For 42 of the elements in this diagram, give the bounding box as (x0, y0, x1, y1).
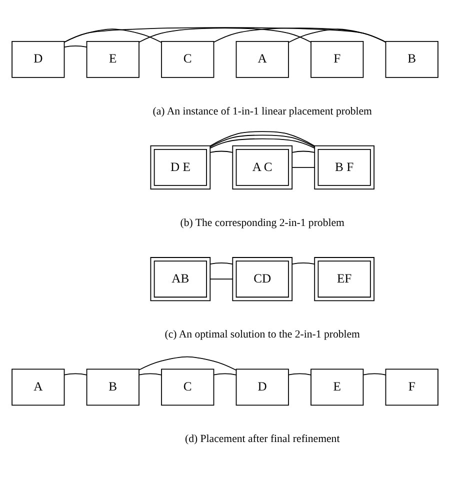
node-box: D E (150, 145, 211, 190)
connector (138, 28, 312, 43)
node-box: A (236, 40, 289, 78)
node-box: C (161, 368, 214, 406)
connector (213, 28, 386, 43)
connector (210, 138, 315, 148)
label: (b) The corresponding 2-in-1 problem (180, 217, 344, 230)
connector (138, 373, 162, 376)
label: (d) Placement after final refinement (185, 433, 340, 446)
node-box: F (385, 368, 438, 406)
connector (64, 373, 88, 376)
node-box: B (385, 40, 438, 78)
node-box: C (161, 40, 214, 78)
connector (288, 28, 386, 43)
connector (210, 131, 315, 146)
connector (292, 150, 315, 153)
label: (a) An instance of 1-in-1 linear placement problem (152, 105, 372, 118)
connector (64, 45, 88, 48)
node-box: E (310, 368, 364, 406)
connector (210, 150, 234, 153)
node-box: EF (314, 257, 374, 302)
node-box: D (236, 368, 289, 406)
connector (362, 373, 386, 376)
node-box: F (310, 40, 364, 78)
connector (210, 262, 234, 265)
connector (292, 167, 315, 168)
node-box: B F (314, 145, 374, 190)
node-box: A (12, 368, 65, 406)
connector (213, 373, 237, 376)
node-box: B (86, 368, 140, 406)
connector (288, 373, 312, 376)
node-box: D (12, 40, 65, 78)
connector (64, 27, 386, 43)
node-box: CD (232, 257, 293, 302)
connector (210, 134, 315, 148)
connector (210, 278, 234, 280)
connector (292, 262, 315, 265)
node-box: E (86, 40, 140, 78)
node-box: A C (232, 145, 293, 190)
label: (c) An optimal solution to the 2-in-1 problem (164, 328, 360, 341)
connector (138, 356, 237, 371)
node-box: AB (150, 257, 211, 302)
